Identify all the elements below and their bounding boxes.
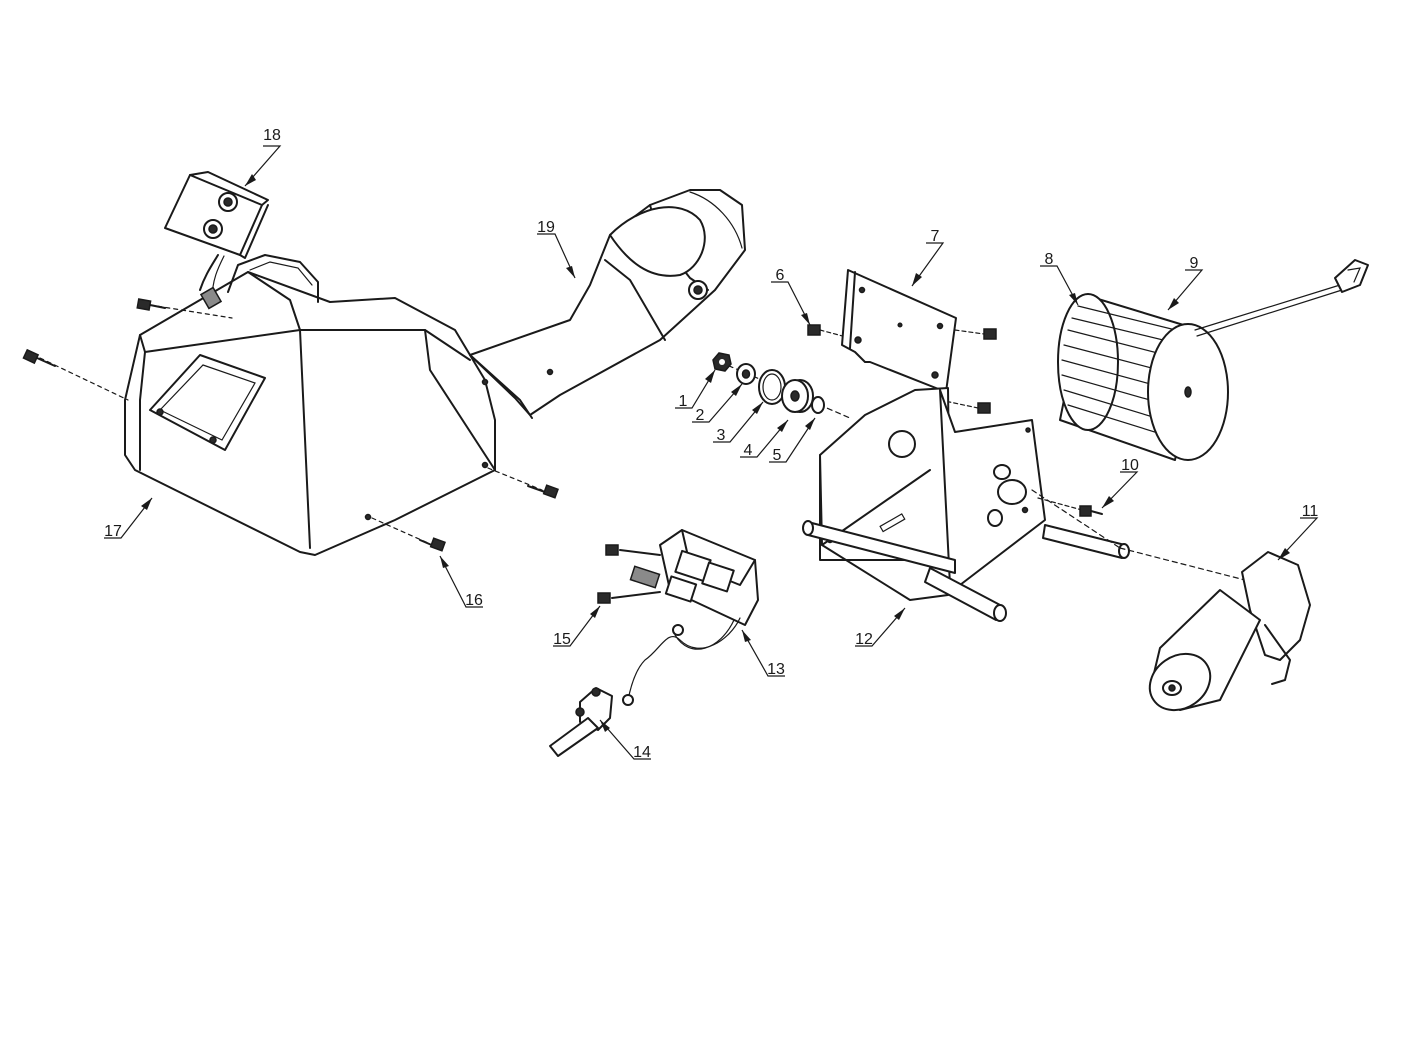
part-8-cable-drum: [1057, 293, 1229, 461]
callout-5: 5: [773, 447, 782, 464]
parts-1-5-hardware: [712, 352, 851, 419]
part-16-screws: [22, 298, 559, 552]
callout-17: 17: [104, 523, 122, 540]
screw-left-top: [136, 298, 233, 319]
leader-lines: [104, 145, 1319, 760]
part-3-ring: [758, 369, 786, 405]
part-13-electrical-box: [597, 529, 759, 706]
part-4-disc: [781, 379, 814, 413]
callout-11: 11: [1302, 503, 1319, 520]
callout-7: 7: [931, 228, 940, 245]
screw-right: [487, 467, 559, 499]
screw-left-mid: [22, 348, 129, 401]
callout-4: 4: [744, 442, 753, 459]
part-17-housing-cover: [124, 254, 496, 556]
callout-labels: 18 19 7 8 9 6 1 2 3 4 5 10 11 12 13 14 1…: [104, 127, 1318, 761]
callout-6: 6: [776, 267, 785, 284]
part-19-handle-bracket: [469, 189, 746, 419]
callout-15: 15: [553, 631, 571, 648]
part-5-clip: [811, 396, 825, 414]
part-2-washer: [736, 363, 756, 385]
part-12-frame: [802, 387, 1130, 622]
callout-9: 9: [1190, 255, 1199, 272]
part-11-motor: [1119, 547, 1311, 712]
callout-14: 14: [633, 744, 651, 761]
callout-19: 19: [537, 219, 555, 236]
screw-bottom: [371, 517, 446, 552]
callout-18: 18: [263, 127, 281, 144]
part-14-bracket: [549, 687, 613, 757]
callout-13: 13: [767, 661, 785, 678]
part-18-control-box: [164, 171, 269, 310]
callout-8: 8: [1045, 251, 1054, 268]
callout-10: 10: [1121, 457, 1139, 474]
callout-3: 3: [717, 427, 726, 444]
callout-1: 1: [679, 393, 688, 410]
part-1-nut: [712, 352, 732, 372]
callout-2: 2: [696, 407, 705, 424]
part-9-cable-line: [1194, 259, 1369, 337]
part-7-mounting-plate: [841, 269, 957, 393]
part-10-bolt: [1037, 497, 1103, 517]
callout-16: 16: [465, 592, 483, 609]
callout-12: 12: [855, 631, 873, 648]
